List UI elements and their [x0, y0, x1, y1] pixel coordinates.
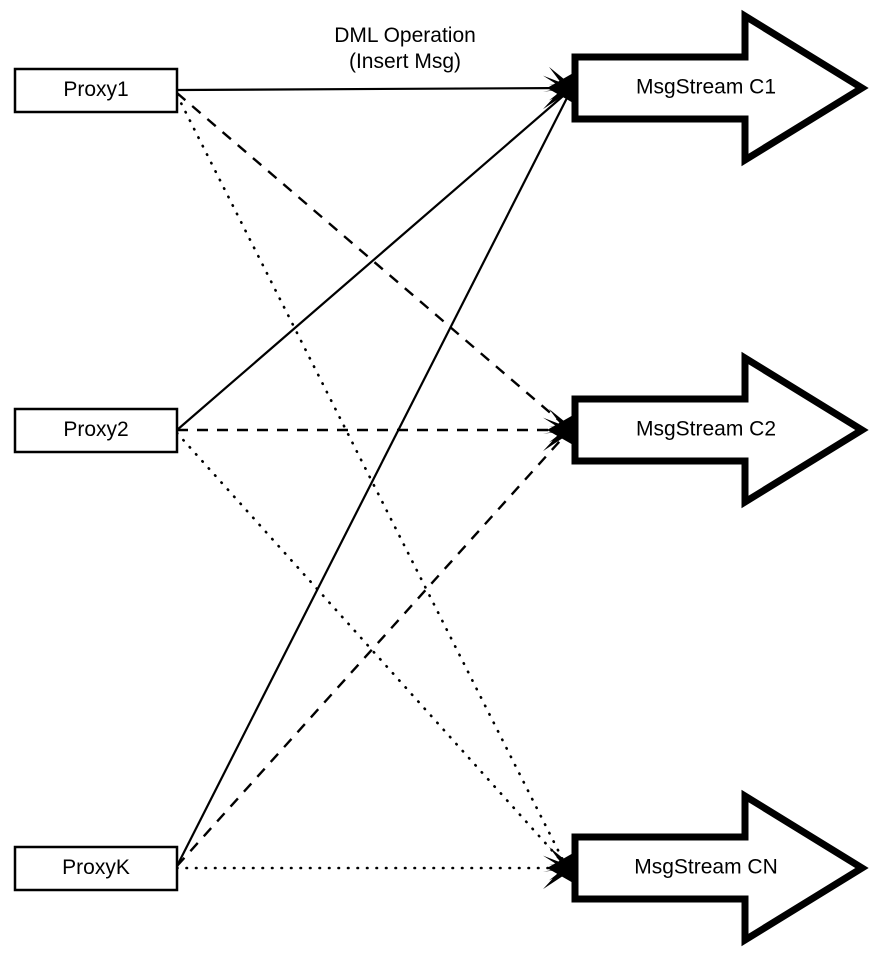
proxy2-node: Proxy2	[13, 407, 179, 454]
stream-c2-shape	[571, 351, 869, 509]
arrowhead-cn-spike	[549, 846, 575, 868]
edge-proxyk-c2	[176, 431, 569, 867]
proxy2-label: Proxy2	[63, 418, 128, 441]
arrowhead-cn	[543, 846, 575, 890]
arrowhead-c1	[543, 66, 575, 110]
edges-layer	[175, 86, 571, 870]
proxy2-box	[13, 407, 179, 454]
edge-proxy1-c1	[176, 86, 571, 92]
edge-proxy1-cn	[175, 93, 568, 868]
proxy1-label: Proxy1	[63, 78, 128, 101]
stream-cn-label: MsgStream CN	[634, 856, 778, 879]
edge-proxy1-c2	[176, 92, 569, 429]
arrowhead-c2	[543, 408, 575, 452]
arrowhead-c1-spike	[543, 88, 575, 110]
stream-c2: MsgStream C2	[571, 351, 869, 509]
dml-label-line1: DML Operation	[334, 24, 476, 47]
arrowhead-cn-spike	[543, 868, 575, 890]
proxyk-box	[13, 845, 179, 892]
dml-label-line2: (Insert Msg)	[349, 50, 461, 73]
arrowhead-c2-core	[547, 414, 575, 446]
arrowhead-c1-core	[547, 72, 575, 104]
arrowheads-layer	[543, 66, 575, 890]
streams-layer: MsgStream C1 MsgStream C2 MsgStream CN	[571, 9, 869, 947]
stream-c1: MsgStream C1	[571, 9, 869, 167]
stream-cn-shape	[571, 789, 869, 947]
stream-cn: MsgStream CN	[571, 789, 869, 947]
proxyk-node: ProxyK	[13, 845, 179, 892]
edge-proxy2-c1	[176, 89, 571, 431]
edge-proxy2-cn	[175, 431, 568, 868]
edge-proxyk-c1	[176, 91, 571, 867]
stream-c1-shape	[571, 9, 869, 167]
proxyk-label: ProxyK	[62, 856, 130, 879]
dml-operation-label: DML Operation (Insert Msg)	[334, 24, 476, 73]
stream-c2-label: MsgStream C2	[636, 418, 776, 441]
proxy1-box	[13, 67, 179, 114]
arrowhead-cn-core	[547, 852, 575, 884]
stream-c1-label: MsgStream C1	[636, 76, 776, 99]
arrowhead-c1-spike	[549, 66, 575, 88]
arrowhead-c2-spike	[543, 417, 575, 430]
proxy1-node: Proxy1	[13, 67, 179, 114]
